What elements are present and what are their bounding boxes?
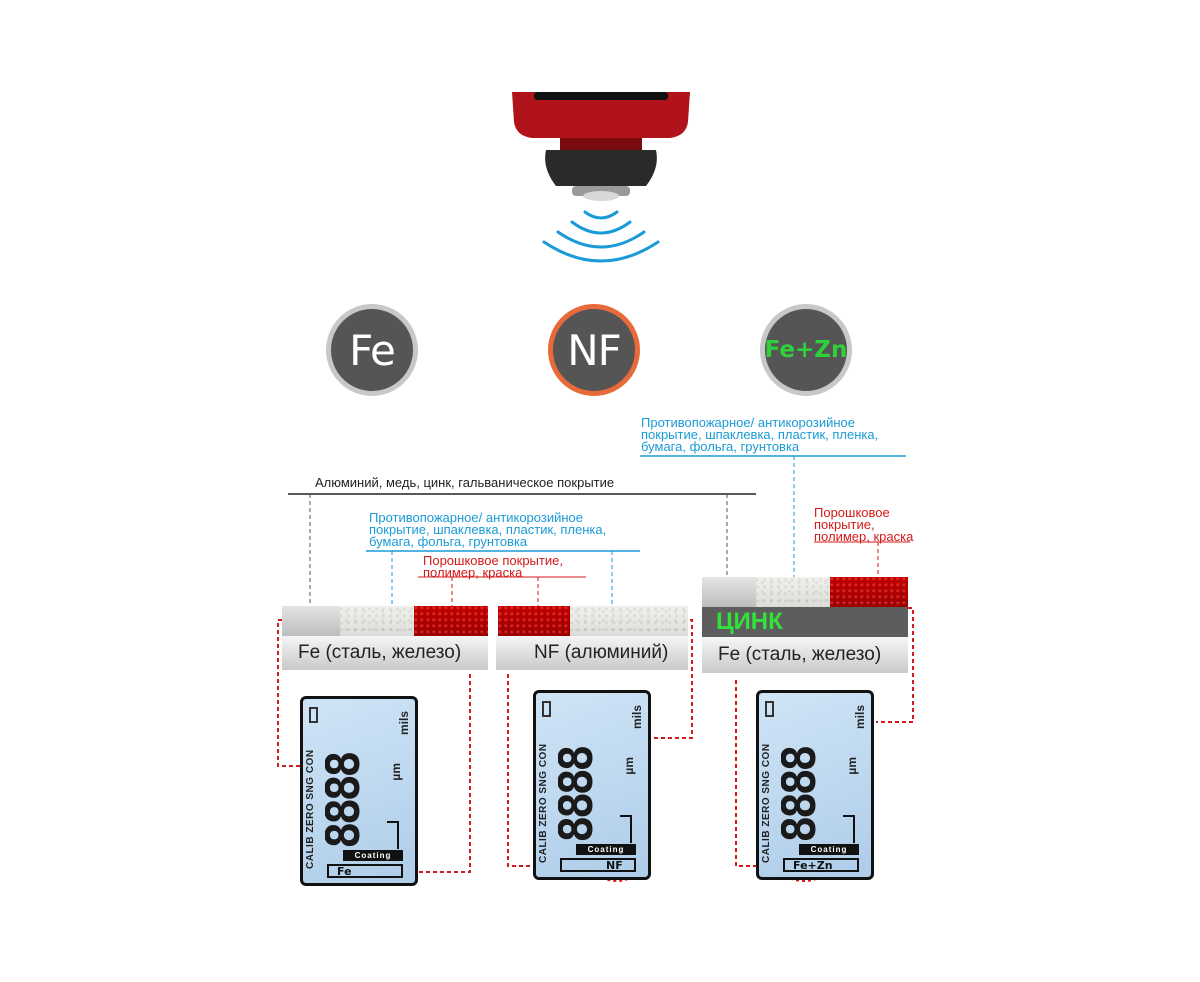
badge-label-fe: Fe [349,325,396,375]
powder-coatings-note-right: Порошковое покрытие, полимер, краска [814,505,914,544]
battery-icon [765,701,774,717]
fezn-mode-badge: Fe+Zn [760,304,852,396]
gauge-device-illustration [512,92,690,201]
note-line: полимер, краска [423,565,523,580]
insulating-coatings-note-right: Противопожарное/ антикорозийное покрытие… [641,415,879,454]
fe-under-zinc-substrate-label: Fe (сталь, железо) [702,637,908,673]
coating-label: Coating [799,844,859,855]
lcd-display-fezn: CALIB ZERO SNG CON 8888 mils µm Coating … [756,690,874,880]
fe-insulating-coating-layer [340,606,414,636]
powder-coatings-note-left: Порошковое покрытие, полимер, краска [423,553,563,580]
mode-indicator-nf: NF [560,858,636,872]
unit-mils-label: mils [397,711,411,736]
lcd-status-labels: CALIB ZERO SNG CON [538,743,549,863]
note-line: покрытие, шпаклевка, пластик, пленка, [369,522,607,537]
battery-icon [542,701,551,717]
unit-um-label: µm [622,757,636,775]
badge-label-fezn: Fe+Zn [764,337,848,363]
fezn-thin-coating-layer [702,577,756,607]
badge-label-nf: NF [567,325,622,375]
note-line: бумага, фольга, грунтовка [369,534,528,549]
note-line: Порошковое покрытие, [423,553,563,568]
coating-label: Coating [576,844,636,855]
coating-label: Coating [343,850,403,861]
unit-mils-label: mils [630,705,644,730]
return-arrow-icon [620,815,632,843]
return-arrow-icon [387,821,399,849]
fezn-insulating-coating-layer [756,577,830,607]
fezn-powder-coating-layer [830,577,908,607]
nf-insulating-coating-layer [570,606,688,636]
fe-thin-coating-layer [282,606,340,636]
mode-indicator-fe: Fe [327,864,403,878]
lcd-status-labels: CALIB ZERO SNG CON [761,743,772,863]
nf-powder-coating-layer [498,606,570,636]
note-line: Противопожарное/ антикорозийное [641,415,855,430]
metals-note: Алюминий, медь, цинк, гальваническое пок… [315,475,615,490]
zinc-layer-label: ЦИНК [702,607,908,637]
note-line: Противопожарное/ антикорозийное [369,510,583,525]
nf-substrate-label: NF (алюминий) [496,636,688,670]
mode-indicator-fezn: Fe+Zn [783,858,859,872]
note-line: полимер, краска [814,529,914,544]
note-line: бумага, фольга, грунтовка [641,439,800,454]
lcd-display-nf: CALIB ZERO SNG CON 8888 mils µm Coating … [533,690,651,880]
unit-um-label: µm [389,763,403,781]
lcd-status-labels: CALIB ZERO SNG CON [305,749,316,869]
fe-powder-coating-layer [414,606,488,636]
insulating-coatings-note-left: Противопожарное/ антикорозийное покрытие… [369,510,607,549]
lcd-display-fe: CALIB ZERO SNG CON 8888 mils µm Coating … [300,696,418,886]
note-line: покрытие, [814,517,875,532]
fe-mode-badge: Fe [326,304,418,396]
note-line: Порошковое [814,505,890,520]
unit-um-label: µm [845,757,859,775]
nf-mode-badge: NF [548,304,640,396]
note-line: покрытие, шпаклевка, пластик, пленка, [641,427,879,442]
fe-substrate-label: Fe (сталь, железо) [282,636,488,670]
battery-icon [309,707,318,723]
signal-waves-icon [542,210,660,263]
unit-mils-label: mils [853,705,867,730]
return-arrow-icon [843,815,855,843]
